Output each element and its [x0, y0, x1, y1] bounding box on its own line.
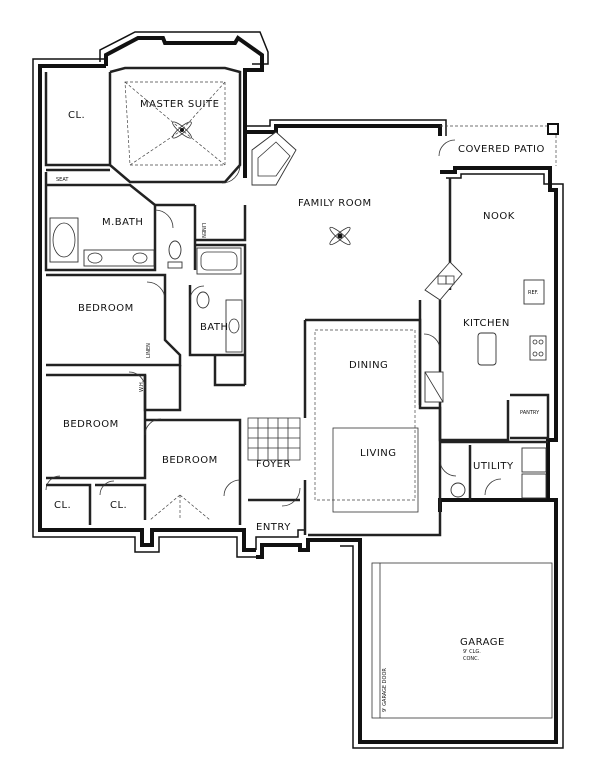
label-bedroom-1: BEDROOM: [78, 303, 134, 314]
label-garage-note-2: CONC.: [463, 656, 480, 662]
label-linen-2: LINEN: [146, 343, 152, 358]
label-living: LIVING: [360, 448, 397, 459]
label-seat: SEAT: [56, 177, 69, 183]
label-ref: REF.: [528, 290, 539, 296]
fixtures: [45, 81, 553, 743]
label-garage-door: 9' GARAGE DOOR: [382, 668, 388, 712]
label-family-room: FAMILY ROOM: [298, 198, 372, 209]
ceiling-fan-icon: [329, 226, 351, 246]
label-kitchen: KITCHEN: [463, 318, 510, 329]
foyer-tile: [247, 417, 301, 461]
label-pantry: PANTRY: [520, 410, 540, 416]
label-dining: DINING: [349, 360, 388, 371]
label-entry: ENTRY: [256, 522, 291, 533]
label-bedroom-2: BEDROOM: [63, 419, 119, 430]
label-utility: UTILITY: [473, 461, 514, 472]
label-closet-a: CL.: [54, 500, 71, 511]
ceiling-fan-icon: [172, 121, 192, 139]
label-garage-note-1: 9' CLG.: [463, 649, 481, 655]
label-wh: W.H.: [139, 380, 145, 392]
label-m-bath: M.BATH: [102, 217, 143, 228]
label-garage: GARAGE: [460, 637, 505, 648]
label-closet-master: CL.: [68, 110, 85, 121]
label-covered-patio: COVERED PATIO: [458, 144, 545, 155]
room-labels: MASTER SUITE CL. SEAT M.BATH LINEN FAMIL…: [54, 99, 545, 712]
label-closet-b: CL.: [110, 500, 127, 511]
label-master-suite: MASTER SUITE: [140, 99, 219, 110]
label-bedroom-3: BEDROOM: [162, 455, 218, 466]
label-bath: BATH: [200, 322, 229, 333]
label-foyer: FOYER: [256, 459, 291, 470]
label-linen: LINEN: [200, 223, 206, 238]
label-nook: NOOK: [483, 211, 515, 222]
